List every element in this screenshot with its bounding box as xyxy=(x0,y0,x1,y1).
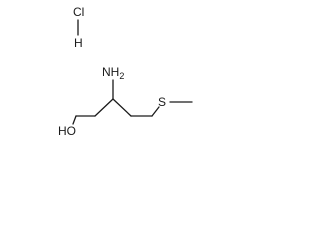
hydrogen-label: H xyxy=(74,36,83,50)
c2-c1-bond xyxy=(94,98,114,117)
c1-o-bond xyxy=(72,115,77,125)
amino-subscript: 2 xyxy=(119,71,124,81)
structure-canvas: Cl H NH2 S HO xyxy=(0,0,200,155)
amino-label: NH2 xyxy=(102,65,124,81)
amino-main: NH xyxy=(102,65,119,79)
sulfur-label: S xyxy=(158,95,166,109)
hydroxyl-label: HO xyxy=(58,124,76,138)
c4-s-bond xyxy=(151,106,160,117)
chlorine-label: Cl xyxy=(73,5,84,19)
c2-c3-bond xyxy=(112,98,132,117)
molecule-drawing: Cl H NH2 S HO xyxy=(58,5,193,138)
